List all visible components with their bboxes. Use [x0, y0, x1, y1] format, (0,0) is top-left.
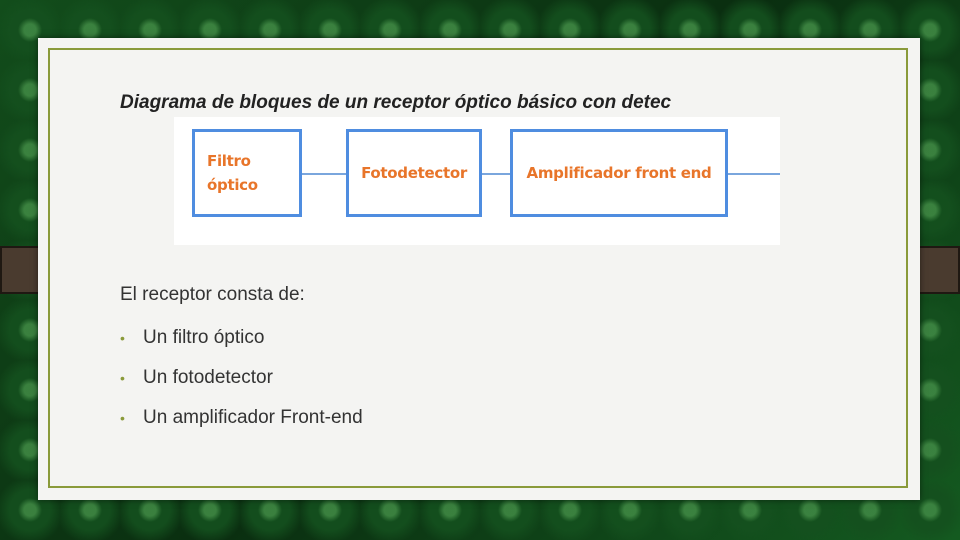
block-diagram: Filtro óptico Fotodetector Amplificador …: [174, 117, 780, 245]
bullet-icon: •: [120, 410, 125, 426]
bullet-icon: •: [120, 330, 125, 346]
connector-line-output: [728, 173, 780, 175]
list-item-text: Un fotodetector: [143, 367, 273, 388]
list-item: • Un amplificador Front-end: [120, 398, 363, 438]
slide-title: Diagrama de bloques de un receptor óptic…: [120, 92, 672, 113]
slide-inner-border: [48, 48, 908, 488]
block-filtro-optico: Filtro óptico: [192, 129, 302, 217]
list-item-text: Un amplificador Front-end: [143, 407, 363, 428]
block-fotodetector: Fotodetector: [346, 129, 482, 217]
list-item: • Un fotodetector: [120, 358, 363, 398]
list-item-text: Un filtro óptico: [143, 327, 265, 348]
bullet-icon: •: [120, 370, 125, 386]
connector-line-left: [302, 173, 346, 175]
intro-text: El receptor consta de:: [120, 284, 305, 305]
list-item: • Un filtro óptico: [120, 318, 363, 358]
block-amplificador: Amplificador front end: [510, 129, 728, 217]
slide-panel: [38, 38, 920, 500]
component-list: • Un filtro óptico • Un fotodetector • Un a…: [120, 318, 363, 438]
connector-line-middle: [482, 173, 510, 175]
